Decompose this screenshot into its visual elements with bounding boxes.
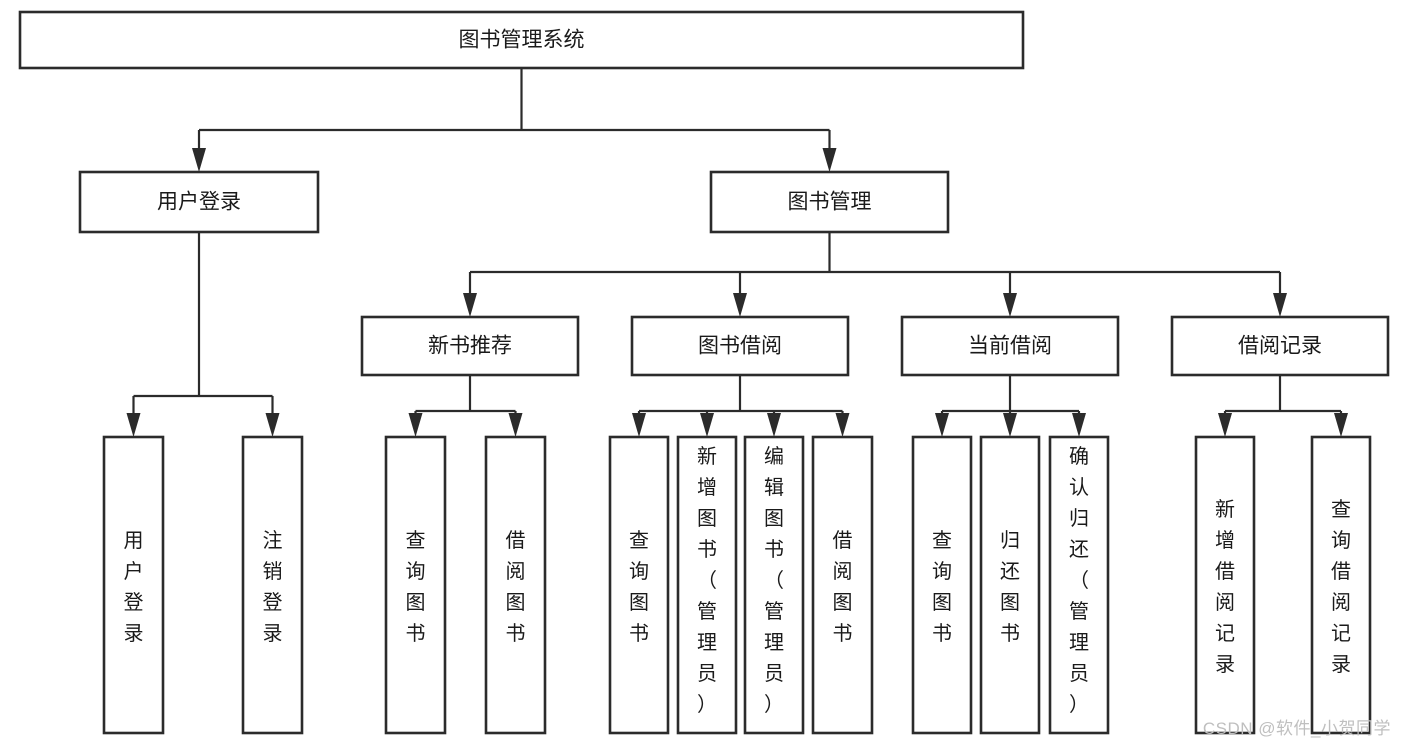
leaf-node-leaf-user-login-rect (102, 435, 165, 735)
current-borrow-arrow-0 (935, 413, 949, 437)
leaf-node-leaf-logout-login[interactable]: 注销登录 (241, 435, 304, 735)
node-user-login-rect (78, 170, 320, 234)
borrow-record-arrow-1 (1334, 413, 1348, 437)
leaf-node-leaf-borrow-book-2-label: 借阅图书 (833, 529, 853, 645)
leaf-node-leaf-edit-book-admin-rect (743, 435, 805, 735)
root-node-root-label: 图书管理系统 (459, 29, 585, 52)
leaf-node-leaf-add-borrow-record[interactable]: 新增借阅记录 (1194, 435, 1256, 735)
leaf-node-leaf-query-borrow-record-label: 查询借阅记录 (1331, 498, 1351, 676)
leaf-node-leaf-logout-login-rect (241, 435, 304, 735)
leaf-node-leaf-add-borrow-record-label: 新增借阅记录 (1215, 498, 1235, 676)
user-login-arrow-0 (126, 413, 141, 437)
node-user-login-label: 用户登录 (157, 191, 241, 214)
node-current-borrow-rect (900, 315, 1120, 377)
leaf-node-leaf-query-book-1-rect (384, 435, 447, 735)
leaf-node-leaf-query-book-2-rect (608, 435, 670, 735)
node-book-borrow-rect (630, 315, 850, 377)
node-new-book-recommend[interactable]: 新书推荐 (360, 315, 580, 377)
node-book-manage-label: 图书管理 (788, 191, 872, 214)
root-node-root-rect (18, 10, 1025, 70)
node-borrow-record[interactable]: 借阅记录 (1170, 315, 1390, 377)
node-new-book-recommend-rect (360, 315, 580, 377)
book-borrow-arrow-2 (767, 413, 781, 437)
node-book-borrow[interactable]: 图书借阅 (630, 315, 850, 377)
leaf-node-leaf-query-book-3-label: 查询图书 (932, 529, 952, 645)
leaf-node-leaf-user-login[interactable]: 用户登录 (102, 435, 165, 735)
current-borrow-arrow-2 (1072, 413, 1086, 437)
leaf-node-leaf-add-book-admin-label: 新增图书（管理员） (697, 445, 717, 716)
new-book-recommend-arrow-1 (508, 413, 523, 437)
leaf-node-leaf-edit-book-admin-label: 编辑图书（管理员） (764, 445, 784, 716)
leaf-node-leaf-edit-book-admin[interactable]: 编辑图书（管理员） (743, 435, 805, 735)
node-book-borrow-label: 图书借阅 (698, 335, 782, 358)
leaf-node-leaf-return-book-label: 归还图书 (1000, 529, 1020, 645)
leaf-node-leaf-query-borrow-record[interactable]: 查询借阅记录 (1310, 435, 1372, 735)
root-arrow-1 (822, 148, 837, 172)
borrow-record-arrow-0 (1218, 413, 1232, 437)
leaf-node-leaf-query-book-3-rect (911, 435, 973, 735)
leaf-node-leaf-query-book-3[interactable]: 查询图书 (911, 435, 973, 735)
leaf-node-leaf-confirm-return-admin-label: 确认归还（管理员） (1069, 445, 1089, 716)
node-current-borrow-label: 当前借阅 (968, 335, 1052, 358)
book-manage-arrow-0 (463, 293, 477, 317)
watermark-text: CSDN @软件_小贺同学 (1202, 719, 1391, 738)
leaf-node-leaf-add-borrow-record-rect (1194, 435, 1256, 735)
leaf-node-leaf-borrow-book-2-rect (811, 435, 874, 735)
book-manage-arrow-3 (1273, 293, 1287, 317)
leaf-node-leaf-query-book-1-label: 查询图书 (406, 529, 426, 645)
leaf-node-leaf-query-book-2[interactable]: 查询图书 (608, 435, 670, 735)
leaf-node-leaf-query-borrow-record-rect (1310, 435, 1372, 735)
node-new-book-recommend-label: 新书推荐 (428, 335, 512, 358)
node-borrow-record-rect (1170, 315, 1390, 377)
leaf-node-leaf-borrow-book-1-label: 借阅图书 (506, 529, 526, 645)
node-user-login[interactable]: 用户登录 (78, 170, 320, 234)
current-borrow-arrow-1 (1003, 413, 1017, 437)
nodes-layer: 图书管理系统用户登录图书管理新书推荐图书借阅当前借阅借阅记录用户登录注销登录查询… (18, 10, 1390, 735)
leaf-node-leaf-add-book-admin-rect (676, 435, 738, 735)
leaf-node-leaf-borrow-book-1-rect (484, 435, 547, 735)
user-login-arrow-1 (265, 413, 280, 437)
new-book-recommend-arrow-0 (408, 413, 423, 437)
root-arrow-0 (192, 148, 206, 172)
connectors-layer (126, 68, 1348, 437)
book-borrow-arrow-0 (632, 413, 646, 437)
leaf-node-leaf-logout-login-label: 注销登录 (263, 529, 283, 645)
leaf-node-leaf-confirm-return-admin-rect (1048, 435, 1110, 735)
leaf-node-leaf-return-book-rect (979, 435, 1041, 735)
book-manage-arrow-1 (733, 293, 747, 317)
node-current-borrow[interactable]: 当前借阅 (900, 315, 1120, 377)
leaf-node-leaf-return-book[interactable]: 归还图书 (979, 435, 1041, 735)
node-borrow-record-label: 借阅记录 (1238, 335, 1322, 358)
leaf-node-leaf-borrow-book-1[interactable]: 借阅图书 (484, 435, 547, 735)
leaf-node-leaf-query-book-2-label: 查询图书 (629, 529, 649, 645)
root-node-root[interactable]: 图书管理系统 (18, 10, 1025, 70)
node-book-manage-rect (709, 170, 950, 234)
book-manage-arrow-2 (1003, 293, 1017, 317)
node-book-manage[interactable]: 图书管理 (709, 170, 950, 234)
leaf-node-leaf-confirm-return-admin[interactable]: 确认归还（管理员） (1048, 435, 1110, 735)
book-borrow-arrow-3 (835, 413, 850, 437)
leaf-node-leaf-add-book-admin[interactable]: 新增图书（管理员） (676, 435, 738, 735)
leaf-node-leaf-user-login-label: 用户登录 (124, 530, 144, 645)
book-borrow-arrow-1 (700, 413, 714, 437)
leaf-node-leaf-query-book-1[interactable]: 查询图书 (384, 435, 447, 735)
leaf-node-leaf-borrow-book-2[interactable]: 借阅图书 (811, 435, 874, 735)
